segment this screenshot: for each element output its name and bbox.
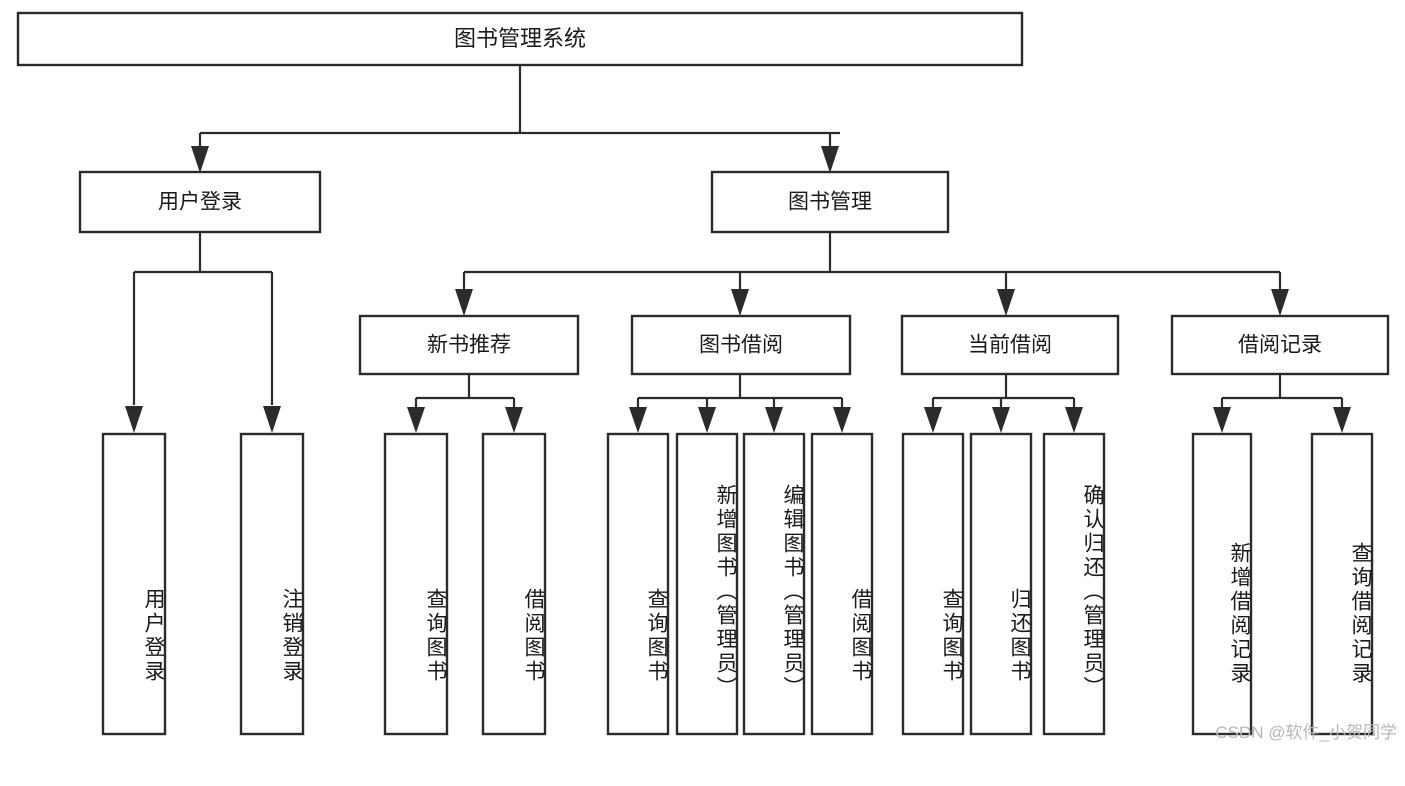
arrowhead-user-login (191, 146, 209, 173)
node-leaf-borrow-book-recommend-box[interactable] (481, 432, 547, 736)
node-leaf-query-book-borrow-box[interactable] (606, 432, 670, 736)
node-root-label: 图书管理系统 (454, 26, 586, 51)
node-leaf-edit-book-admin-box[interactable] (742, 432, 806, 736)
node-book-management[interactable]: 图书管理 (710, 170, 950, 234)
diagram-canvas-root: 图书管理系统 用户登录 图书管理 新书推荐 图书借阅 (16, 11, 1397, 742)
node-leaf-confirm-return-admin-box[interactable] (1042, 432, 1106, 736)
arrowhead-leaf-query-book-recommend (407, 407, 425, 433)
node-book-management-label: 图书管理 (788, 191, 872, 214)
arrowhead-leaf-edit-book-admin (765, 407, 783, 433)
node-user-login[interactable]: 用户登录 (78, 170, 322, 234)
arrowhead-leaf-borrow-book-recommend (505, 407, 523, 433)
node-leaf-query-book-current-box[interactable] (901, 432, 965, 736)
arrowhead-leaf-add-borrow-record (1213, 407, 1231, 433)
node-leaf-add-borrow-record-box[interactable] (1191, 432, 1253, 736)
node-book-management-box[interactable] (710, 170, 950, 234)
edge-layer (125, 65, 1351, 433)
arrowhead-leaf-return-book (992, 407, 1010, 433)
arrowhead-book-borrow (731, 289, 749, 316)
node-current-borrow[interactable]: 当前借阅 (900, 314, 1120, 376)
arrowhead-leaf-logout (263, 406, 281, 433)
node-new-book-recommend-label: 新书推荐 (427, 334, 511, 357)
arrowhead-borrow-record (1271, 289, 1289, 316)
arrowhead-leaf-confirm-return-admin (1065, 407, 1083, 433)
node-book-borrow-box[interactable] (630, 314, 852, 376)
node-leaf-add-book-admin-box[interactable] (675, 432, 739, 736)
hierarchy-diagram: 图书管理系统 用户登录 图书管理 新书推荐 图书借阅 (16, 11, 1390, 736)
node-borrow-record-label: 借阅记录 (1238, 334, 1322, 357)
node-layer: 图书管理系统 用户登录 图书管理 新书推荐 图书借阅 (16, 11, 1390, 736)
arrowhead-leaf-query-book-borrow (629, 407, 647, 433)
node-root-box[interactable] (16, 11, 1024, 67)
arrowhead-new-book-recommend (455, 289, 473, 316)
node-leaf-query-borrow-record-box[interactable] (1310, 432, 1374, 736)
node-book-borrow[interactable]: 图书借阅 (630, 314, 852, 376)
arrowhead-leaf-borrow-book (833, 407, 851, 433)
node-current-borrow-box[interactable] (900, 314, 1120, 376)
node-user-login-label: 用户登录 (158, 191, 242, 214)
node-borrow-record-box[interactable] (1170, 314, 1390, 376)
node-leaf-logout-box[interactable] (239, 432, 305, 736)
node-borrow-record[interactable]: 借阅记录 (1170, 314, 1390, 376)
node-current-borrow-label: 当前借阅 (968, 334, 1052, 357)
node-user-login-box[interactable] (78, 170, 322, 234)
node-new-book-recommend[interactable]: 新书推荐 (358, 314, 580, 376)
arrowhead-leaf-user-login (125, 406, 143, 433)
node-new-book-recommend-box[interactable] (358, 314, 580, 376)
node-book-borrow-label: 图书借阅 (699, 334, 783, 357)
node-leaf-return-book-box[interactable] (969, 432, 1033, 736)
arrowhead-current-borrow (997, 289, 1015, 316)
arrowhead-leaf-add-book-admin (698, 407, 716, 433)
arrowhead-leaf-query-book-current (924, 407, 942, 433)
node-leaf-user-login-box[interactable] (101, 432, 167, 736)
arrowhead-book-management (821, 146, 839, 173)
csdn-watermark: CSDN @软件_小贺同学 (1215, 723, 1397, 742)
leaf-box-layer (101, 432, 1374, 736)
arrowhead-leaf-query-borrow-record (1333, 407, 1351, 433)
node-root[interactable]: 图书管理系统 (16, 11, 1024, 67)
node-leaf-borrow-book-box[interactable] (810, 432, 874, 736)
node-leaf-query-book-recommend-box[interactable] (383, 432, 449, 736)
